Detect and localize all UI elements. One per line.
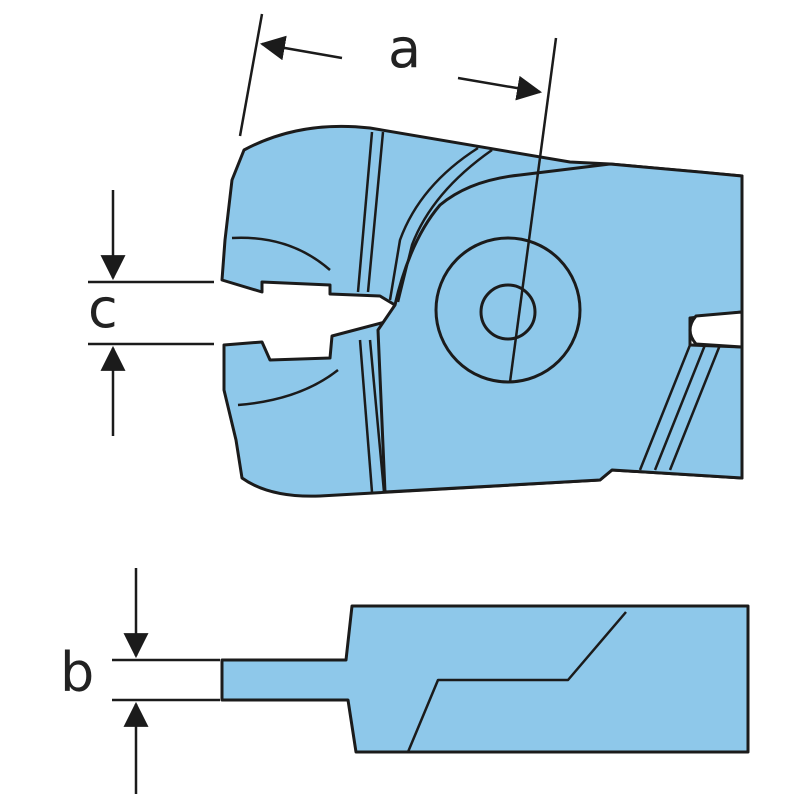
pivot-inner-ring <box>479 283 537 341</box>
dimension-a-arrow-left <box>259 35 343 61</box>
dimension-label-b: b <box>60 641 95 704</box>
dimension-c <box>88 190 214 436</box>
plier-side-view <box>220 604 750 754</box>
dimension-a-extension-left <box>238 13 264 137</box>
plier-top-view <box>220 124 744 498</box>
dimension-b <box>112 568 220 794</box>
jaw-grooves <box>231 131 722 493</box>
dimension-label-c: c <box>88 277 118 340</box>
handle-slot <box>688 310 744 349</box>
dimension-a-arrow-right <box>457 75 543 101</box>
dimension-a-extension-right <box>508 37 558 383</box>
dimension-a <box>238 13 558 383</box>
dimension-label-a: a <box>388 17 422 80</box>
side-grooves <box>406 611 627 753</box>
